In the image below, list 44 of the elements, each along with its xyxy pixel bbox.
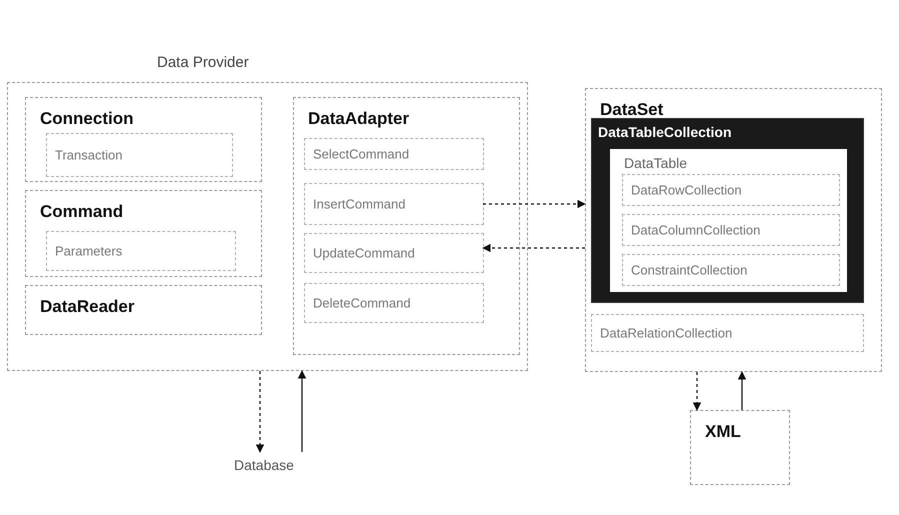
class-name: SelectCommand bbox=[313, 145, 410, 164]
member-box bbox=[46, 133, 233, 177]
arrow bbox=[692, 372, 702, 411]
class-box bbox=[25, 285, 262, 335]
class-name: Command bbox=[40, 201, 124, 223]
class-box bbox=[25, 190, 262, 277]
collection-panel bbox=[591, 118, 864, 303]
member-box bbox=[304, 283, 484, 323]
member-box bbox=[304, 138, 484, 170]
class-box bbox=[25, 97, 262, 182]
member-box bbox=[591, 314, 864, 352]
member-box bbox=[622, 254, 840, 286]
member-box bbox=[304, 233, 484, 273]
class-name: DataColumnCollection bbox=[631, 221, 760, 240]
class-name: ConstraintCollection bbox=[631, 261, 748, 280]
class-name: DataTable bbox=[624, 154, 688, 173]
class-name: XML bbox=[705, 421, 741, 443]
arrow bbox=[738, 371, 746, 410]
arrow bbox=[256, 371, 264, 453]
class-name: DataRelationCollection bbox=[600, 324, 732, 342]
class-box bbox=[293, 97, 520, 355]
class-name: Connection bbox=[40, 108, 134, 130]
dataset-panel bbox=[585, 88, 882, 372]
table-box bbox=[610, 149, 847, 292]
class-name: InsertCommand bbox=[313, 195, 406, 214]
node-label: Database bbox=[234, 456, 294, 475]
xml-box bbox=[690, 410, 790, 485]
class-name: DataRowCollection bbox=[631, 181, 742, 200]
class-name: UpdateCommand bbox=[313, 244, 415, 262]
panel-heading: Data Provider bbox=[157, 53, 249, 73]
member-box bbox=[304, 183, 484, 225]
arrow bbox=[483, 200, 586, 208]
member-box bbox=[622, 214, 840, 246]
class-name: DeleteCommand bbox=[313, 294, 411, 312]
member-box bbox=[622, 174, 840, 206]
member-box bbox=[46, 231, 236, 271]
arrow bbox=[298, 370, 306, 452]
class-name: DataReader bbox=[40, 296, 134, 318]
class-name: DataAdapter bbox=[308, 108, 410, 130]
class-name: Parameters bbox=[55, 242, 122, 260]
class-name: DataTableCollection bbox=[598, 123, 732, 142]
class-name: DataSet bbox=[600, 99, 664, 121]
arrow bbox=[482, 244, 585, 252]
class-name: Transaction bbox=[55, 146, 122, 164]
